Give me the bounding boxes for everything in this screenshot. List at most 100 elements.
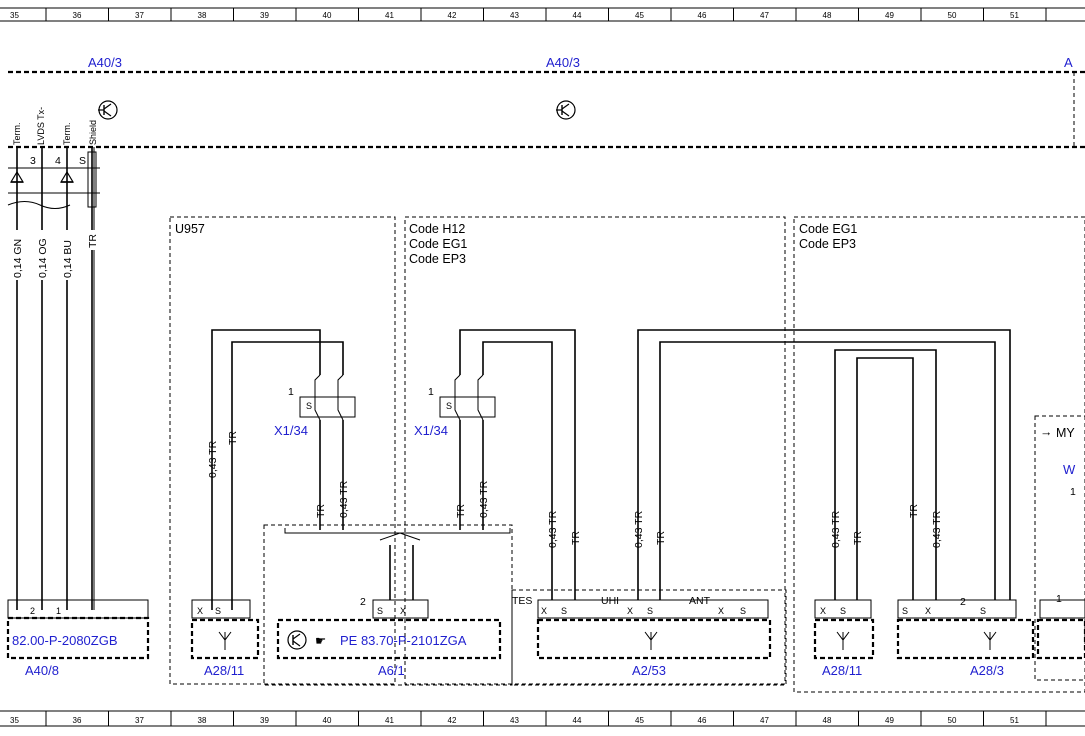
pin-s: S — [647, 606, 653, 616]
pin-x: X — [400, 606, 406, 616]
connector-x1-34-left — [299, 396, 356, 418]
a28-11-left-box — [190, 618, 260, 660]
a40-8-box — [6, 616, 150, 660]
wire-label-043-7: 0,43 TR — [931, 510, 943, 548]
pin-number-s: S — [79, 155, 86, 167]
ruler-column-number: 36 — [73, 11, 82, 20]
connector-pin-s-left: S — [306, 401, 312, 411]
a6-1-container — [263, 524, 513, 686]
ruler-column-number: 47 — [760, 716, 769, 725]
ruler-column-number: 46 — [698, 716, 707, 725]
wire-label-tr-2: TR — [315, 504, 327, 518]
wire-label-tr-4: TR — [570, 531, 582, 545]
transistor-icon — [556, 100, 576, 120]
pin-label-shield: Shield — [88, 120, 98, 145]
a28-11-right-label: A28/11 — [822, 663, 862, 678]
pin-x: X — [820, 606, 826, 616]
pin-s: S — [980, 606, 986, 616]
pin-label-term-2: Term. — [62, 123, 72, 146]
pin-s: S — [377, 606, 383, 616]
left-wire-labels: 0,14 GN 0,14 OG 0,14 BU TR — [10, 230, 99, 280]
wire-label-043-2: 0,43 TR — [338, 480, 350, 518]
pin-x: X — [627, 606, 633, 616]
ruler-column-number: 38 — [198, 11, 207, 20]
a28-11-right-box — [813, 618, 875, 660]
code-box-my — [1034, 415, 1085, 681]
ruler-column-number: 47 — [760, 11, 769, 20]
code-eg1-right: Code EG1 — [799, 222, 857, 236]
a28-3-box — [896, 618, 1035, 660]
ruler-column-number: 43 — [510, 11, 519, 20]
connector-label-x1-34-left: X1/34 — [274, 423, 308, 438]
ruler-column-number: 51 — [1010, 11, 1019, 20]
a40-3-pin-block: 3 4 S — [8, 151, 100, 208]
code-box-u957 — [169, 216, 396, 685]
ruler-column-number: 51 — [1010, 716, 1019, 725]
ruler-column-number: 39 — [260, 716, 269, 725]
ruler-column-number: 46 — [698, 11, 707, 20]
connector-pin-1-right: 1 — [428, 386, 434, 398]
ruler-column-number: 35 — [10, 716, 19, 725]
wire-label-tr-6: TR — [852, 531, 864, 545]
module-a40-3-middle: A40/3 — [546, 55, 580, 70]
wire-label-043-4: 0,43 TR — [547, 510, 559, 548]
a40-8-pin-strip — [7, 599, 149, 619]
wire-label-bu: 0,14 BU — [62, 240, 74, 278]
ruler-column-number: 42 — [448, 716, 457, 725]
code-my-arrow: → — [1040, 425, 1053, 439]
wire-label-tr-7: TR — [908, 504, 920, 518]
connector-x1-34-right — [439, 396, 496, 418]
ruler-column-number: 41 — [385, 11, 394, 20]
wire-label-043-1: 0,43 TR — [207, 440, 219, 478]
code-eg1-middle: Code EG1 — [409, 237, 467, 251]
a28-11-left-pins — [191, 599, 251, 619]
a6-1-box — [276, 618, 502, 660]
pin-x: X — [718, 606, 724, 616]
wire-label-tr: TR — [87, 234, 99, 248]
a6-1-ref: PE 83.70-P-2101ZGA — [340, 633, 467, 648]
connector-pin-1-left: 1 — [288, 386, 294, 398]
wire-label-tr-5: TR — [655, 531, 667, 545]
pin-s: S — [840, 606, 846, 616]
ruler-column-number: 38 — [198, 716, 207, 725]
pin-s: S — [740, 606, 746, 616]
a6-1-label: A6/1 — [378, 663, 405, 678]
module-a-partial: A — [1064, 55, 1073, 70]
pin-tes: TES — [512, 595, 532, 607]
ruler-column-number: 42 — [448, 11, 457, 20]
pin-uhi: UHI — [601, 595, 619, 607]
code-ep3-middle: Code EP3 — [409, 252, 466, 266]
pin-ant: ANT — [689, 595, 711, 607]
antenna-icon — [983, 631, 997, 650]
code-ep3-right: Code EP3 — [799, 237, 856, 251]
wire-label-043-6: 0,43 TR — [830, 510, 842, 548]
ruler-column-number: 50 — [948, 716, 957, 725]
wire-label-tr-3: TR — [455, 504, 467, 518]
code-box-eg1 — [793, 216, 1085, 693]
ruler-column-number: 35 — [10, 11, 19, 20]
a40-8-pin-2: 2 — [30, 606, 35, 616]
pin-x: X — [197, 606, 203, 616]
splice-bar — [284, 528, 511, 534]
ruler-column-number: 43 — [510, 716, 519, 725]
pin-label-lvds: LVDS Tx- — [36, 107, 46, 145]
pin-x: X — [541, 606, 547, 616]
wire-label-gn: 0,14 GN — [12, 239, 24, 278]
ruler-column-number: 44 — [573, 716, 582, 725]
antenna-icon — [644, 631, 658, 650]
ruler-column-number: 40 — [323, 716, 332, 725]
code-box-h12 — [404, 216, 786, 685]
a2-53-label: A2/53 — [632, 663, 666, 678]
far-right-pins — [1039, 599, 1085, 619]
a2-53-pins — [537, 599, 769, 619]
transistor-icon — [98, 100, 118, 120]
pointing-hand-icon: ☛ — [315, 634, 326, 648]
pin-s: S — [215, 606, 221, 616]
ruler-column-number: 45 — [635, 11, 644, 20]
ruler-column-number: 36 — [73, 716, 82, 725]
a28-11-right-pins — [814, 599, 872, 619]
pin-x: X — [925, 606, 931, 616]
code-h12: Code H12 — [409, 222, 465, 236]
far-right-box — [1036, 618, 1085, 660]
